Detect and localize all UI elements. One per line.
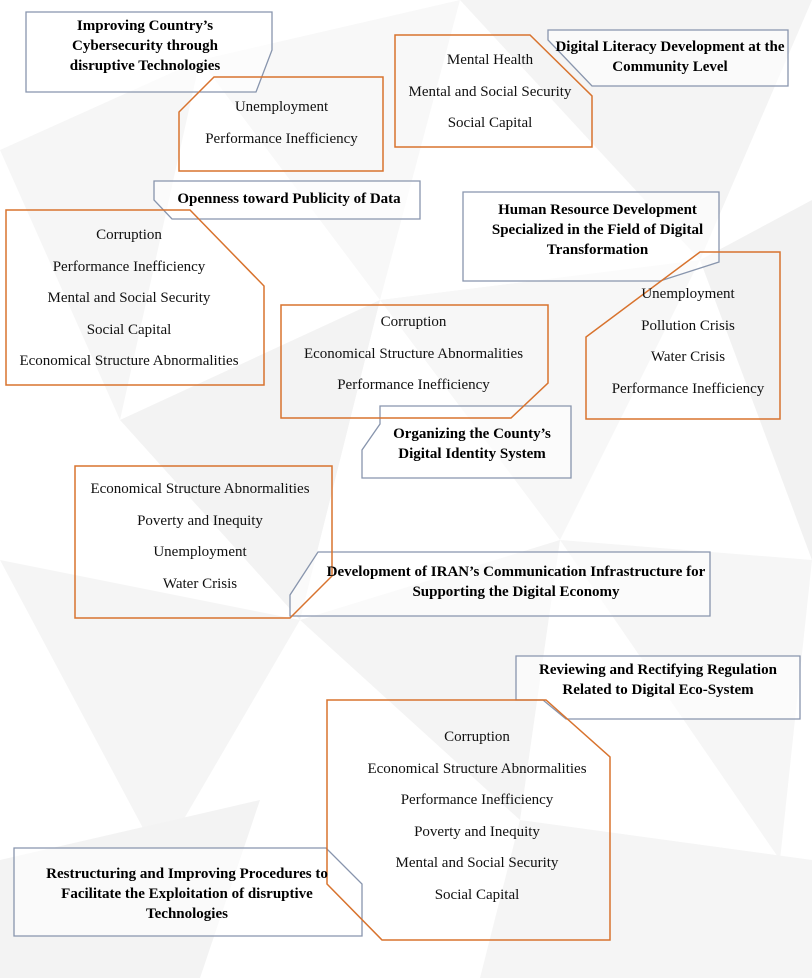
list-item: Performance Inefficiency bbox=[337, 377, 490, 394]
list-item: Corruption bbox=[380, 314, 447, 330]
list-item: Social Capital bbox=[434, 886, 520, 903]
title-digital-literacy: Digital Literacy Development at the Comm… bbox=[555, 39, 785, 75]
title-regulation: Reviewing and Rectifying Regulation Rela… bbox=[539, 662, 777, 698]
title-openness: Openness toward Publicity of Data bbox=[177, 191, 401, 207]
list-item: Poverty and Inequity bbox=[137, 512, 263, 529]
list-item: Water Crisis bbox=[162, 575, 238, 592]
list-item: Social Capital bbox=[86, 321, 172, 338]
list-item: Unemployment bbox=[234, 99, 329, 115]
list-item: Performance Inefficiency bbox=[611, 380, 765, 397]
list-item: Unemployment bbox=[153, 544, 247, 561]
list-item: Mental and Social Security bbox=[47, 290, 211, 307]
list-item: Unemployment bbox=[641, 286, 735, 302]
title-digital-identity: Organizing the County’s Digital Identity… bbox=[393, 426, 551, 462]
list-item: Mental Health bbox=[446, 52, 534, 68]
list-item: Water Crisis bbox=[650, 349, 726, 366]
list-item: Performance Inefficiency bbox=[52, 258, 206, 275]
list-item: Performance Inefficiency bbox=[400, 792, 554, 809]
items-list-cybersecurity: Unemployment Performance Inefficiency bbox=[180, 92, 383, 155]
title-cybersecurity: Improving Country’s Cybersecurity throug… bbox=[69, 18, 221, 74]
list-item: Economical Structure Abnormalities bbox=[367, 760, 587, 777]
list-item: Mental and Social Security bbox=[395, 855, 559, 872]
title-human-resource: Human Resource Development Specialized i… bbox=[491, 202, 704, 258]
items-list-openness: Corruption Performance Inefficiency Ment… bbox=[4, 220, 254, 378]
list-item: Economical Structure Abnormalities bbox=[19, 353, 239, 370]
title-communication: Development of IRAN’s Communication Infr… bbox=[326, 564, 706, 600]
items-list-digital-identity: Corruption Economical Structure Abnormal… bbox=[281, 307, 546, 402]
items-list-regulation: Corruption Economical Structure Abnormal… bbox=[346, 722, 608, 912]
list-item: Pollution Crisis bbox=[641, 317, 735, 334]
list-item: Corruption bbox=[444, 729, 510, 745]
items-list-digital-literacy: Mental Health Mental and Social Security… bbox=[395, 45, 585, 140]
items-list-human-resource: Unemployment Pollution Crisis Water Cris… bbox=[596, 279, 780, 405]
list-item: Corruption bbox=[96, 227, 162, 243]
list-item: Economical Structure Abnormalities bbox=[303, 345, 524, 362]
list-item: Poverty and Inequity bbox=[414, 823, 540, 840]
title-restructuring: Restructuring and Improving Procedures t… bbox=[46, 866, 328, 922]
items-list-communication: Economical Structure Abnormalities Pover… bbox=[75, 474, 325, 600]
list-item: Economical Structure Abnormalities bbox=[90, 481, 310, 497]
list-item: Social Capital bbox=[447, 115, 533, 132]
list-item: Mental and Social Security bbox=[408, 83, 572, 100]
list-item: Performance Inefficiency bbox=[205, 130, 358, 147]
